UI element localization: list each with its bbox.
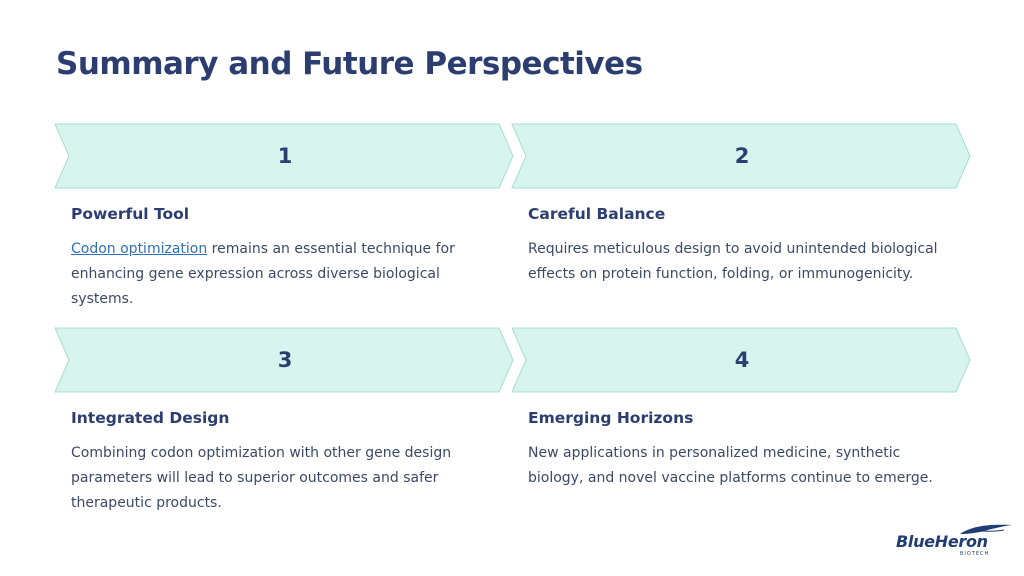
step-chevron-3: 3	[54, 327, 515, 393]
chevron-shape	[54, 327, 514, 393]
step-number: 4	[734, 348, 750, 372]
step-card-3: Integrated Design Combining codon optimi…	[71, 409, 491, 516]
step-number: 3	[277, 348, 293, 372]
logo-tagline: BIOTECH	[960, 551, 990, 557]
step-heading: Emerging Horizons	[528, 409, 694, 427]
step-description: Requires meticulous design to avoid unin…	[528, 241, 938, 282]
step-number: 1	[277, 144, 293, 168]
heron-bird-icon	[960, 524, 1012, 534]
step-description-text: remains an essential technique for enhan…	[71, 241, 455, 307]
step-chevron-4: 4	[511, 327, 972, 393]
step-description: Combining codon optimization with other …	[71, 445, 452, 511]
step-heading: Integrated Design	[71, 409, 230, 427]
step-heading: Powerful Tool	[71, 205, 190, 223]
chevron-shape	[511, 327, 971, 393]
chevron-shape	[511, 123, 971, 189]
step-description: New applications in personalized medicin…	[528, 445, 933, 486]
step-description: Codon optimization remains an essential …	[71, 237, 491, 312]
logo-wordmark: BlueHeron	[896, 532, 988, 551]
step-card-2: Careful Balance Requires meticulous desi…	[528, 205, 948, 287]
chevron-shape	[54, 123, 514, 189]
step-chevron-1: 1	[54, 123, 515, 189]
blueheron-logo: BlueHeron BIOTECH	[896, 520, 1016, 560]
step-chevron-2: 2	[511, 123, 972, 189]
codon-optimization-link[interactable]: Codon optimization	[71, 241, 208, 257]
page-title: Summary and Future Perspectives	[56, 46, 643, 82]
step-card-4: Emerging Horizons New applications in pe…	[528, 409, 948, 491]
step-card-1: Powerful Tool Codon optimization remains…	[71, 205, 491, 312]
step-number: 2	[734, 144, 750, 168]
step-heading: Careful Balance	[528, 205, 666, 223]
